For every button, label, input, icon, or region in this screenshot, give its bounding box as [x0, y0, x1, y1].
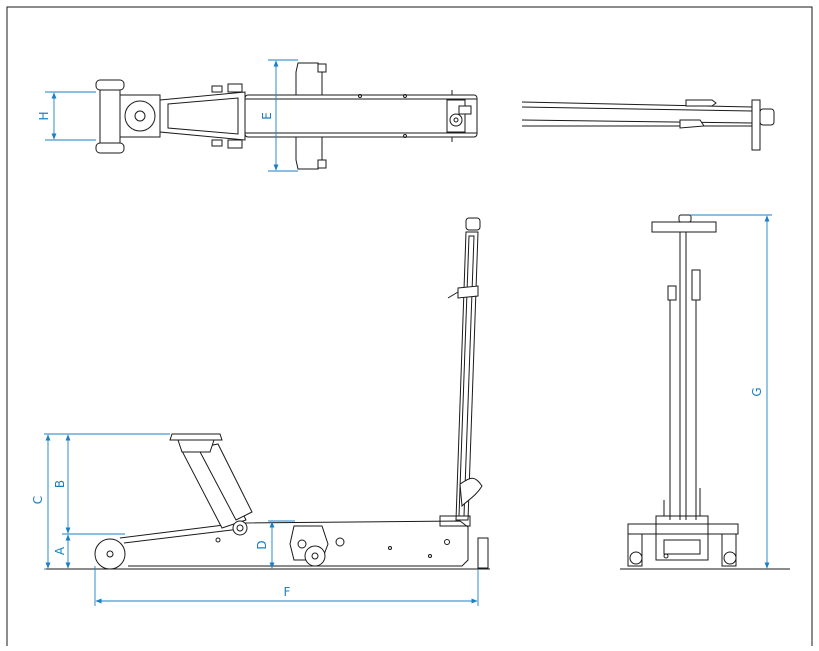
- dim-label-g: G: [750, 387, 764, 396]
- dim-label-f: F: [284, 585, 291, 599]
- top-view: [95, 62, 478, 170]
- side-view: [46, 217, 490, 570]
- front-view: [620, 214, 790, 570]
- dim-label-e: E: [260, 112, 274, 120]
- dim-label-h: H: [37, 111, 51, 120]
- dim-label-b: B: [53, 480, 67, 488]
- dim-label-d: D: [255, 540, 269, 549]
- dimension-lines: [44, 59, 772, 606]
- drawing-frame: [6, 6, 813, 646]
- dim-label-c: C: [31, 496, 45, 504]
- handle-top-view: [521, 99, 775, 151]
- dim-label-a: A: [53, 546, 67, 555]
